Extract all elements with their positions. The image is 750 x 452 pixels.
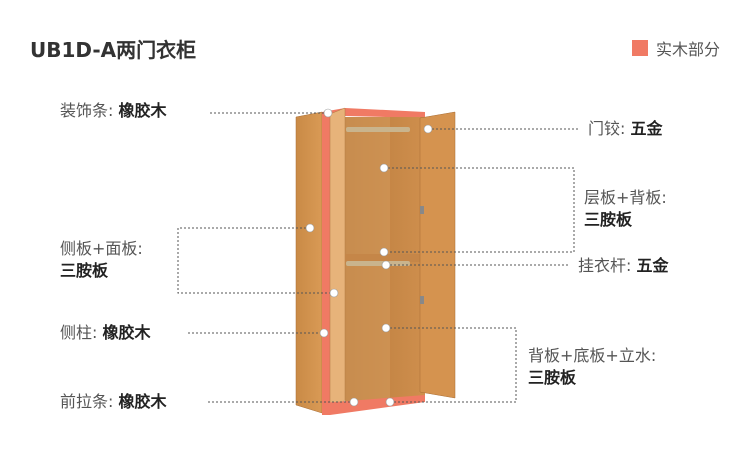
label-rail: 挂衣杆: 五金 bbox=[578, 255, 669, 277]
front-post bbox=[322, 112, 330, 415]
bottom-strip bbox=[322, 395, 425, 415]
label-post-key: 侧柱: bbox=[60, 323, 98, 342]
page-title: UB1D-A两门衣柜 bbox=[30, 38, 197, 62]
upper-rail bbox=[346, 127, 410, 132]
label-front-strip: 前拉条: 橡胶木 bbox=[60, 391, 167, 413]
label-post: 侧柱: 橡胶木 bbox=[60, 322, 151, 344]
label-hinge-key: 门铰: bbox=[588, 119, 626, 138]
label-shelf-back-key: 层板+背板: bbox=[584, 188, 667, 207]
label-front-strip-key: 前拉条: bbox=[60, 392, 114, 411]
markers bbox=[305, 108, 433, 407]
legend-label: 实木部分 bbox=[655, 40, 720, 59]
lower-rail bbox=[346, 261, 410, 266]
legend: 实木部分 bbox=[631, 36, 720, 60]
label-shelf-back-value: 三胺板 bbox=[584, 210, 633, 229]
label-trim-value: 橡胶木 bbox=[118, 101, 167, 120]
label-hinge: 门铰: 五金 bbox=[588, 118, 663, 140]
label-side-panel-value: 三胺板 bbox=[60, 261, 109, 280]
label-side-panel-key: 侧板+面板: bbox=[60, 239, 143, 258]
right-door bbox=[419, 111, 456, 399]
label-trim: 装饰条: 橡胶木 bbox=[60, 100, 167, 122]
leader-lines bbox=[177, 112, 580, 403]
label-trim-key: 装饰条: bbox=[60, 101, 114, 120]
label-back-bottom-key: 背板+底板+立水: bbox=[528, 346, 657, 365]
label-side-panel: 侧板+面板: 三胺板 bbox=[60, 238, 143, 282]
shelf bbox=[345, 254, 425, 262]
label-rail-value: 五金 bbox=[636, 256, 669, 275]
label-shelf-back: 层板+背板: 三胺板 bbox=[584, 187, 667, 231]
label-back-bottom-value: 三胺板 bbox=[528, 368, 577, 387]
side-panel bbox=[295, 111, 323, 414]
label-front-strip-value: 橡胶木 bbox=[118, 392, 167, 411]
legend-swatch bbox=[631, 40, 648, 56]
label-hinge-value: 五金 bbox=[630, 119, 663, 138]
left-door bbox=[329, 107, 346, 414]
label-back-bottom: 背板+底板+立水: 三胺板 bbox=[528, 345, 656, 389]
label-post-value: 橡胶木 bbox=[102, 323, 151, 342]
label-rail-key: 挂衣杆: bbox=[578, 256, 632, 275]
